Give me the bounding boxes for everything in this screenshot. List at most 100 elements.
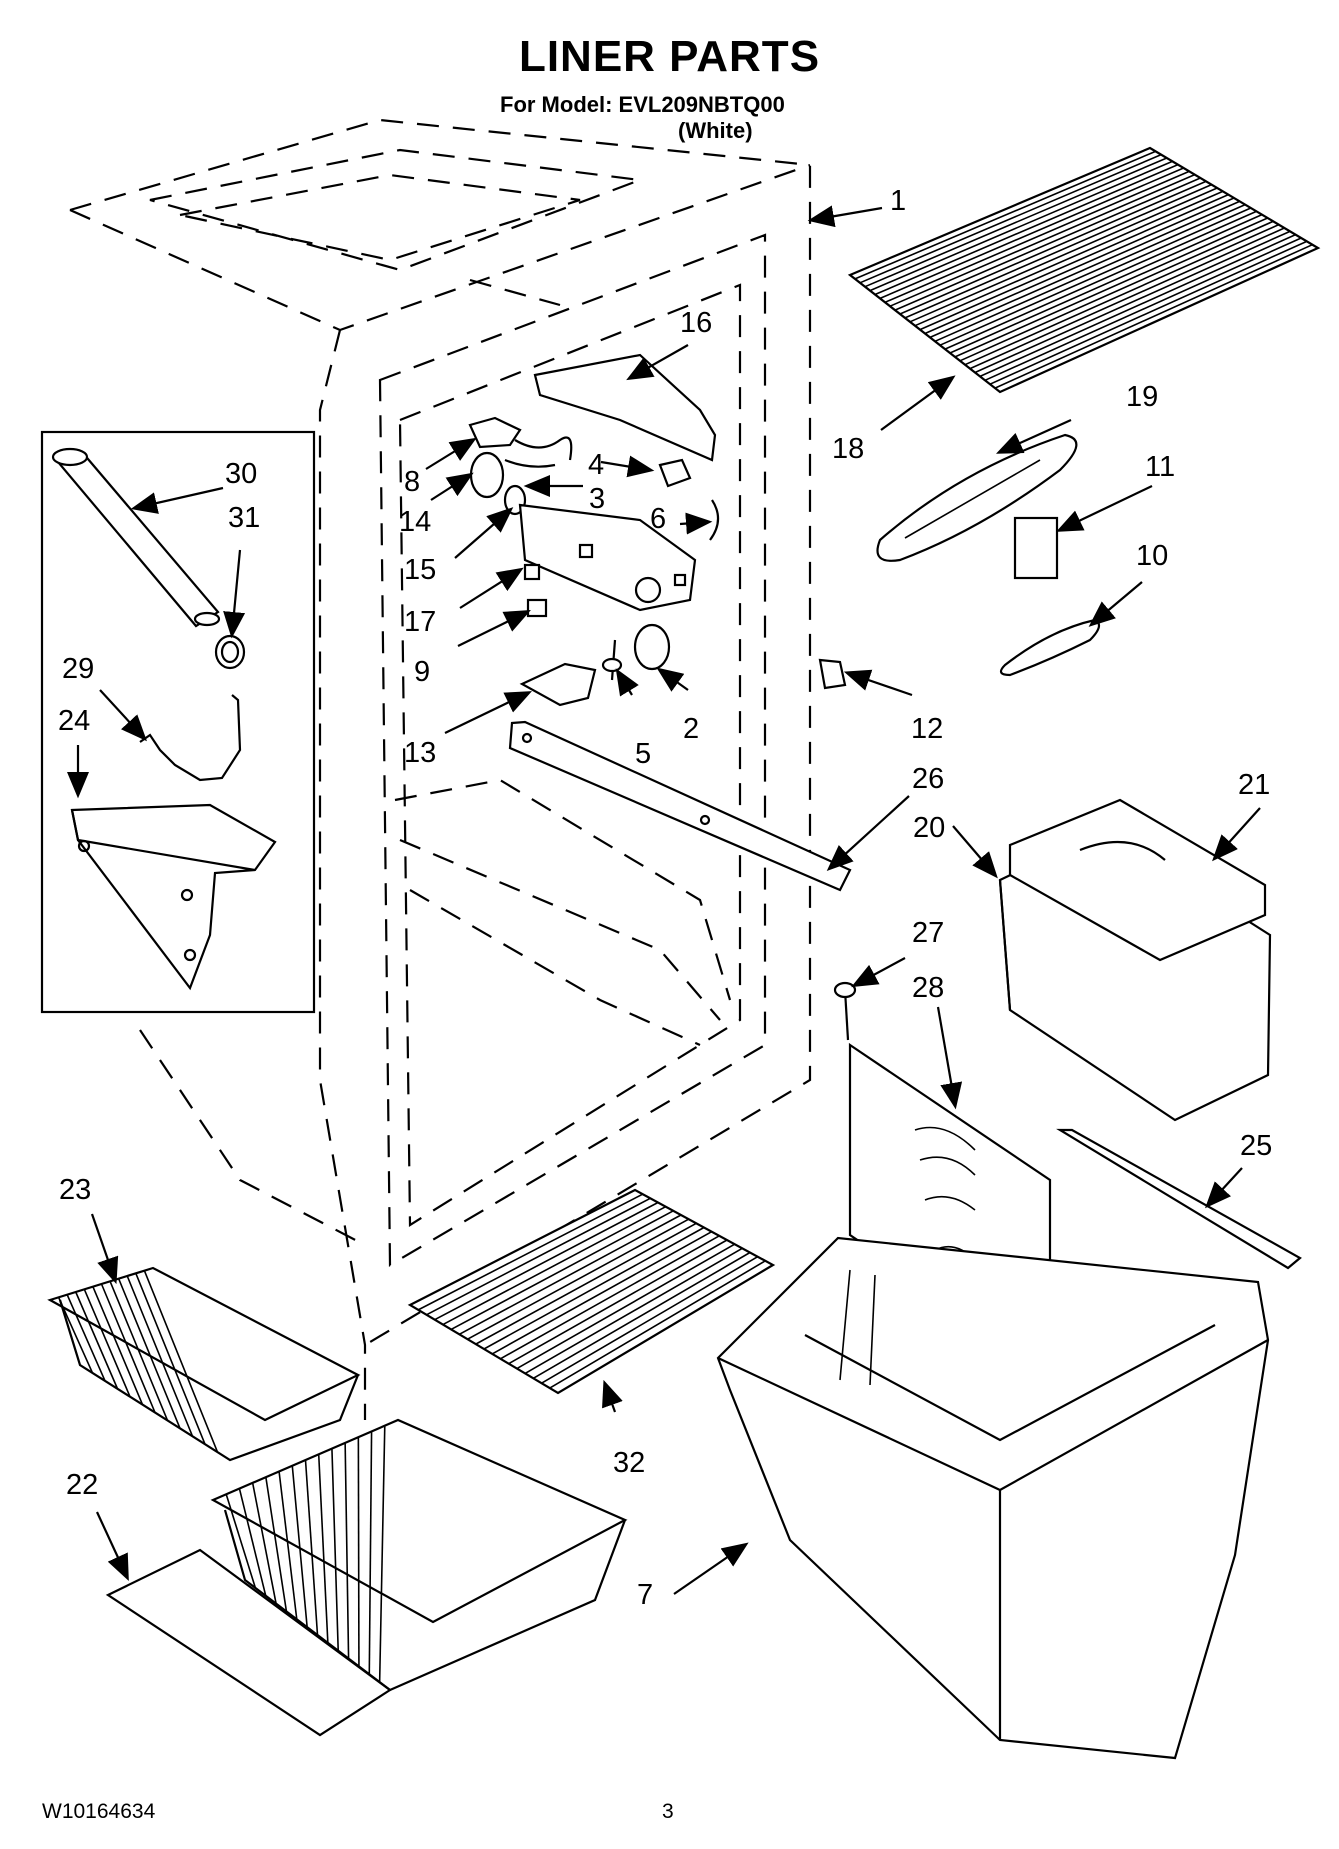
shelf-wire [500,1235,720,1360]
callout-9: 9 [414,656,430,688]
callout-8: 8 [404,466,420,498]
shelf-wire [864,157,1168,288]
shelf-wire [959,220,1274,362]
shelf-wire [924,197,1235,335]
shelf-wire [919,193,1229,331]
callout-31: 31 [228,502,260,534]
basket-wire [344,1442,350,1659]
basket-wire [117,1278,181,1429]
wire-shelf-upper [847,146,1321,394]
wire-basket-large [105,1418,628,1737]
basket-wire [304,1459,319,1636]
bin-rail [1056,1128,1302,1270]
shelf-wire [532,1251,751,1380]
page-number: 3 [662,1800,674,1823]
shelf-wire [869,160,1173,292]
basket-wire [291,1465,308,1628]
basket-wire [109,1281,169,1421]
callout-leaders [67,205,1261,1595]
shelf-wire [417,1193,644,1311]
shelf-wire [969,227,1285,370]
shelf-wire [516,1243,736,1370]
liner-cabinet-outline [69,118,812,1420]
callout-11: 11 [1145,451,1175,483]
shelf-wire [524,1247,743,1375]
inset-parts-box [40,430,316,1014]
model-variant: (White) [678,118,753,143]
shelf-wire [549,1260,766,1389]
basket-wire [331,1448,340,1651]
shelf-wire [899,180,1207,315]
shelf-wire [989,240,1308,385]
callout-14: 14 [399,506,431,538]
shelf-wire [949,213,1263,354]
callout-12: 12 [911,713,943,745]
basket-wire [135,1273,206,1445]
callout-26: 26 [912,763,944,795]
control-housing [518,503,697,612]
callout-10: 10 [1136,540,1168,572]
basket-wire [278,1471,298,1620]
basket-wire [225,1494,257,1589]
ice-bin [998,798,1272,1122]
shelf-wire [450,1210,674,1331]
shelf-wire [939,207,1252,346]
page-title: LINER PARTS [518,32,821,81]
basket-wire [251,1482,277,1604]
basket-wire [143,1270,219,1453]
shelf-wire [894,177,1201,311]
shelf-wire [491,1230,713,1355]
basket-wire [75,1291,119,1390]
document-number: W10164634 [42,1800,156,1823]
shelf-wire [954,217,1268,358]
callout-30: 30 [225,458,257,490]
vent-and-thermostat [876,433,1101,677]
shelf-wire [467,1218,690,1340]
basket-wire [83,1289,131,1397]
basket-wire [100,1283,156,1413]
shelf-wire [426,1197,651,1316]
callout-22: 22 [66,1469,98,1501]
shelf-wire [889,173,1196,307]
shelf-wire [884,170,1190,304]
callout-28: 28 [912,972,944,1004]
shelf-wire [974,230,1291,374]
callout-21: 21 [1238,769,1270,801]
callout-2: 2 [683,713,699,745]
shelf-wire [859,153,1162,284]
shelf-wire [934,203,1246,343]
callout-18: 18 [832,433,864,465]
shelf-wire [984,237,1302,382]
shelf-wire [929,200,1240,339]
callout-27: 27 [912,917,944,949]
shelf-wire [979,233,1296,378]
callout-19: 19 [1126,381,1158,413]
callout-3: 3 [589,483,605,515]
callout-6: 6 [650,503,666,535]
callout-labels: 1 2 3 4 5 6 7 8 9 10 11 12 13 14 15 16 1… [58,185,1272,1611]
basket-wire [368,1431,373,1675]
shelf-wire [914,190,1224,327]
callout-1: 1 [890,185,906,217]
callout-29: 29 [62,653,94,685]
basket-wire [317,1454,329,1643]
callout-5: 5 [635,738,651,770]
shelf-wire [483,1226,705,1350]
callout-32: 32 [613,1447,645,1479]
shelf-wire [904,183,1212,319]
light-components [468,416,720,541]
shelf-wire [434,1201,659,1321]
shelf-wire [475,1222,697,1345]
callout-7: 7 [637,1579,653,1611]
basket-wire [378,1425,386,1683]
shelf-wire [442,1205,667,1326]
model-line: For Model: EVL209NBTQ00 [500,92,785,117]
shelf-wire [944,210,1257,350]
basket-wire [66,1294,106,1382]
small-control-parts [519,598,847,707]
callout-16: 16 [680,307,712,339]
shelf-wire [541,1255,759,1384]
shelf-wire [964,223,1280,366]
basket-wire [265,1477,288,1612]
